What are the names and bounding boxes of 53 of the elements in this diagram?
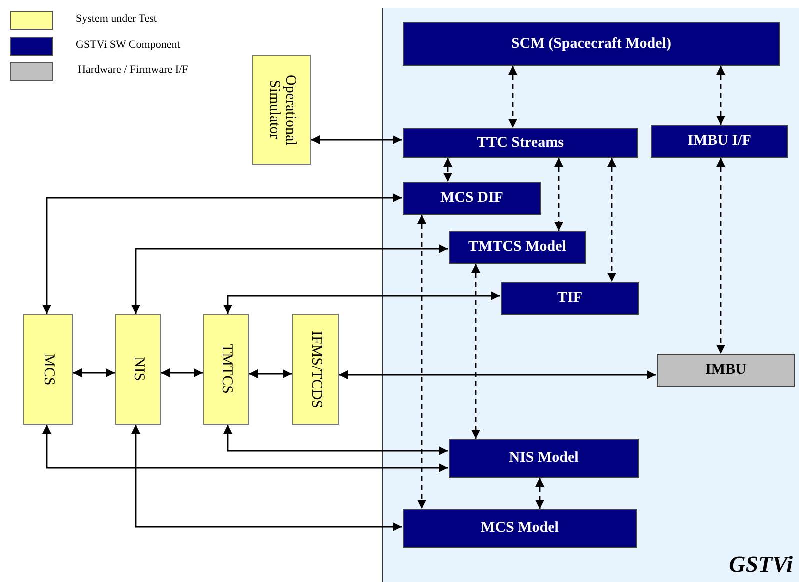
box-label: Operational Simulator xyxy=(266,74,298,148)
component-box xyxy=(403,128,638,158)
system-box xyxy=(23,314,73,425)
component-box xyxy=(449,439,639,478)
box-label: NIS xyxy=(130,357,146,382)
system-box xyxy=(203,314,249,425)
dashed-arrow xyxy=(608,158,616,282)
box-label: TIF xyxy=(557,290,582,307)
component-box xyxy=(651,125,788,158)
system-box xyxy=(292,314,339,425)
dashed-arrow xyxy=(536,478,544,509)
dashed-arrow xyxy=(418,215,426,509)
arrow xyxy=(42,194,402,314)
system-box xyxy=(115,314,161,425)
component-box xyxy=(403,509,637,548)
system-panel xyxy=(382,8,799,582)
arrow xyxy=(339,370,656,380)
dashed-arrow xyxy=(444,158,452,182)
box-label: MCS DIF xyxy=(440,190,504,207)
legend-label: GSTVi SW Component xyxy=(76,38,180,50)
box-label: IFMS/TCDS xyxy=(308,330,324,408)
arrow xyxy=(161,368,203,378)
box-label: MCS xyxy=(40,354,56,386)
legend-label: System under Test xyxy=(76,13,157,25)
arrow xyxy=(73,368,115,378)
dashed-arrow xyxy=(716,158,726,354)
box-label: TTC Streams xyxy=(477,134,564,152)
component-box xyxy=(657,354,795,387)
system-box xyxy=(252,55,311,165)
arrow xyxy=(311,136,402,144)
box-label: TMTCS Model xyxy=(468,239,566,256)
dashed-arrow xyxy=(716,66,726,125)
panel-title: GSTVi xyxy=(729,552,793,578)
box-label: TMTCS xyxy=(218,344,234,394)
dashed-arrow xyxy=(472,264,480,439)
dashed-arrow xyxy=(508,66,518,128)
component-box xyxy=(449,231,586,264)
box-label: IMBU I/F xyxy=(688,133,752,150)
component-box xyxy=(403,22,780,66)
dashed-arrow xyxy=(554,158,564,231)
arrow xyxy=(42,425,448,472)
box-label: IMBU xyxy=(706,362,746,379)
arrow xyxy=(249,370,292,378)
legend-label: Hardware / Firmware I/F xyxy=(78,64,188,76)
arrow xyxy=(224,425,448,456)
component-box xyxy=(501,282,639,315)
arrow xyxy=(132,425,402,532)
box-label: SCM (Spacecraft Model) xyxy=(512,36,672,52)
component-box xyxy=(403,182,541,215)
arrow xyxy=(132,244,448,314)
box-label: NIS Model xyxy=(509,450,579,467)
box-label: MCS Model xyxy=(481,520,559,537)
arrow xyxy=(224,292,500,314)
